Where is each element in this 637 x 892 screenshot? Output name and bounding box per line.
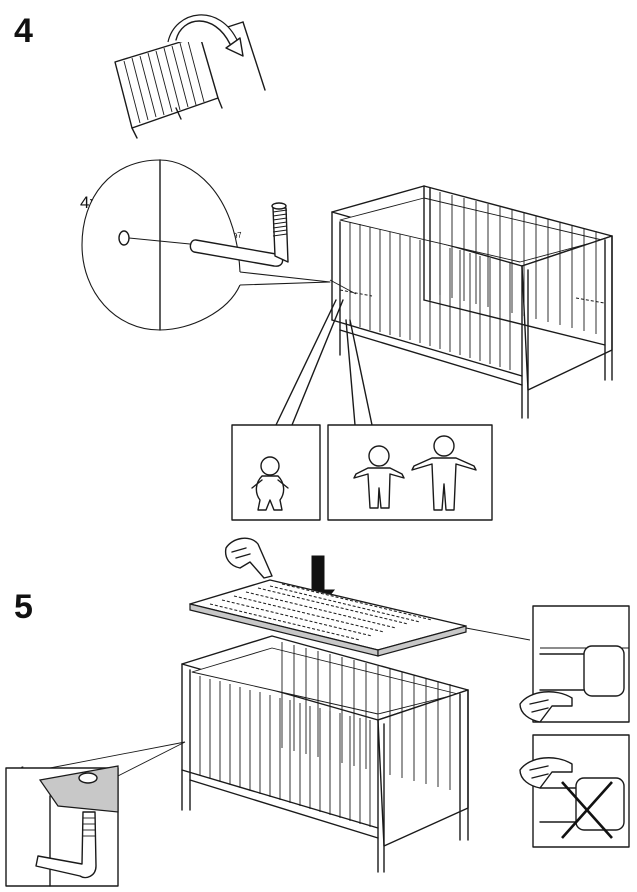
toddler-icon bbox=[353, 435, 477, 511]
step-5-slatted-base bbox=[189, 579, 531, 657]
step-5-detail-box bbox=[5, 765, 119, 887]
step-5-number: 5 bbox=[14, 588, 33, 626]
step-5-correct-detail bbox=[519, 605, 630, 723]
step-4-age-callouts bbox=[231, 299, 493, 521]
pointing-hand-icon bbox=[224, 537, 273, 579]
baby-icon bbox=[251, 456, 289, 511]
step-4-detail-circle bbox=[81, 159, 331, 331]
step-4-rotate-frame bbox=[114, 21, 266, 139]
step-4-number: 4 bbox=[14, 12, 33, 50]
step-4-cot bbox=[329, 185, 613, 419]
x-mark-icon bbox=[561, 781, 613, 839]
step-5-cot bbox=[49, 635, 469, 873]
step-5-wrong-detail bbox=[519, 734, 630, 848]
curved-rotate-arrow-icon bbox=[167, 14, 244, 57]
